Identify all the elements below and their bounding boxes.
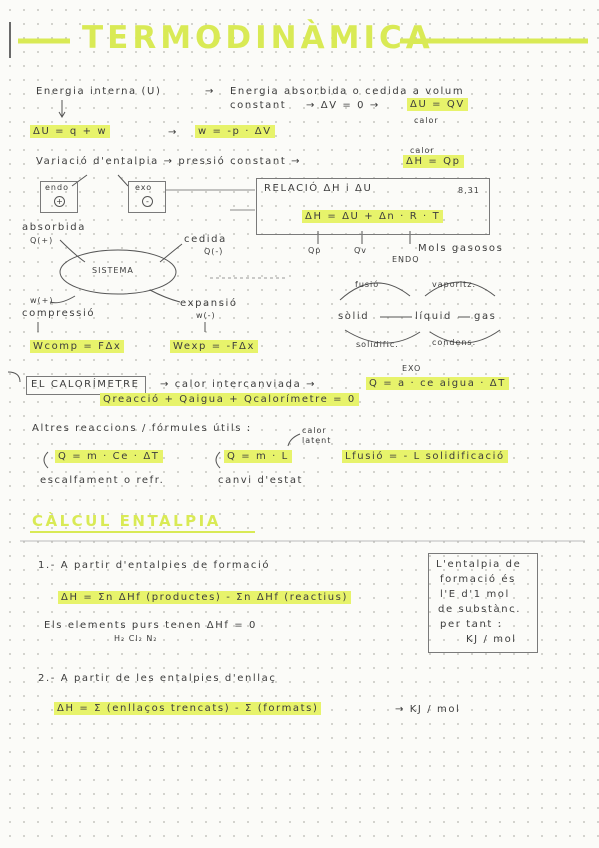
heating-desc: escalfament o refr. [40, 475, 165, 486]
gas-label: gas [474, 311, 497, 322]
calcul-heading: CÀLCUL ENTALPIA [32, 512, 221, 530]
internal-energy-desc: Energia absorbida o cedida a volum [230, 86, 465, 97]
exo-box [128, 181, 166, 213]
endo-state-label: ENDO [392, 255, 420, 264]
expansio-label: expansió [180, 298, 238, 309]
note-line-4: de substànc. [438, 604, 522, 615]
pure-examples: H₂ Cl₂ N₂ [114, 634, 158, 643]
work-formula: w = -p · ΔV [195, 125, 275, 138]
internal-energy-label: Energia interna (U) [36, 86, 162, 97]
endo-label: endo [45, 183, 69, 192]
relation-formula: ΔH = ΔU + Δn · R · T [302, 210, 444, 223]
absorbida-label: absorbida [22, 222, 86, 233]
arrow: → [168, 127, 178, 138]
note-line-2: formació és [440, 574, 516, 585]
item2-label: 2.- A partir de les entalpies d'enllaç [38, 673, 277, 684]
latent-note-1: calor [302, 426, 327, 435]
formation-formula: ΔH = Σn ΔHf (productes) - Σn ΔHf (reacti… [58, 591, 351, 604]
bond-unit: → KJ / mol [395, 704, 461, 715]
note-line-3: l'E d'1 mol [440, 589, 510, 600]
condens-label: condens. [432, 338, 477, 347]
calorimetre-sum: Qreacció + Qaigua + Qcalorímetre = 0 [100, 393, 359, 406]
system-label: SISTEMA [92, 266, 134, 275]
qp-note: Qp [308, 246, 322, 255]
endo-sign: + [54, 196, 65, 207]
vaporitz-label: vaporitz. [432, 280, 476, 289]
first-law-formula: ΔU = q + w [30, 125, 111, 138]
compressio-label: compressió [22, 308, 96, 319]
heating-formula: Q = m · Ce · ΔT [55, 450, 163, 463]
state-change-desc: canvi d'estat [218, 475, 304, 486]
wcomp-formula: Wcomp = FΔx [30, 340, 125, 353]
calor-note-2: calor [410, 146, 435, 155]
w-plus: w(+) [30, 296, 54, 305]
gas-constant: 8,31 [458, 186, 480, 195]
exo-sign: - [142, 196, 153, 207]
arrow: → [205, 86, 215, 97]
others-line: Altres reaccions / fórmules útils : [32, 423, 252, 434]
cedida-label: cedida [184, 234, 227, 245]
note-line-6: KJ / mol [466, 634, 517, 645]
calorimetre-box [26, 376, 146, 395]
note-line-1: L'entalpia de [436, 559, 522, 570]
exo-state-label: EXO [402, 364, 422, 373]
exo-label: exo [135, 183, 153, 192]
solid-label: sòlid [338, 311, 370, 322]
internal-energy-desc-2: constant [230, 100, 287, 111]
relation-label: RELACIÓ ΔH i ΔU [264, 183, 373, 194]
delta-h-qp: ΔH = Qp [403, 155, 464, 168]
calorimetre-label: EL CALORÍMETRE [31, 379, 140, 390]
q-minus: Q(-) [204, 247, 224, 256]
note-line-5: per tant : [440, 619, 503, 630]
note-box [428, 553, 538, 653]
calorimetre-text: → calor intercanviada → [160, 379, 317, 390]
relation-box [256, 178, 490, 235]
qv-note: Qv [354, 246, 368, 255]
delta-u-qv: ΔU = QV [407, 98, 468, 111]
enthalpy-line: Variació d'entalpia → pressió constant → [36, 156, 302, 167]
q-plus: Q(+) [30, 236, 54, 245]
liquid-label: líquid [415, 311, 452, 322]
item1-label: 1.- A partir d'entalpies de formació [38, 560, 271, 571]
wexp-formula: Wexp = -FΔx [170, 340, 258, 353]
delta-v-zero: → ΔV = 0 → [306, 100, 380, 111]
solidific-label: solidific. [356, 340, 399, 349]
latent-formula: Q = m · L [224, 450, 292, 463]
endo-box [40, 181, 78, 213]
moles-note: Mols gasosos [418, 243, 504, 254]
bond-formula: ΔH = Σ (enllaços trencats) - Σ (formats) [54, 702, 322, 715]
fusio-label: fusió [355, 280, 380, 289]
w-minus: w(-) [196, 311, 216, 320]
latent-note-2: latent [302, 436, 332, 445]
page-title: TERMODINÀMICA [82, 20, 434, 56]
fusion-formula: Lfusió = - L solidificació [342, 450, 508, 463]
calor-note: calor [414, 116, 439, 125]
pure-elements-line: Els elements purs tenen ΔHf = 0 [44, 620, 257, 631]
calorimetre-formula: Q = a · ce aigua · ΔT [366, 377, 509, 390]
